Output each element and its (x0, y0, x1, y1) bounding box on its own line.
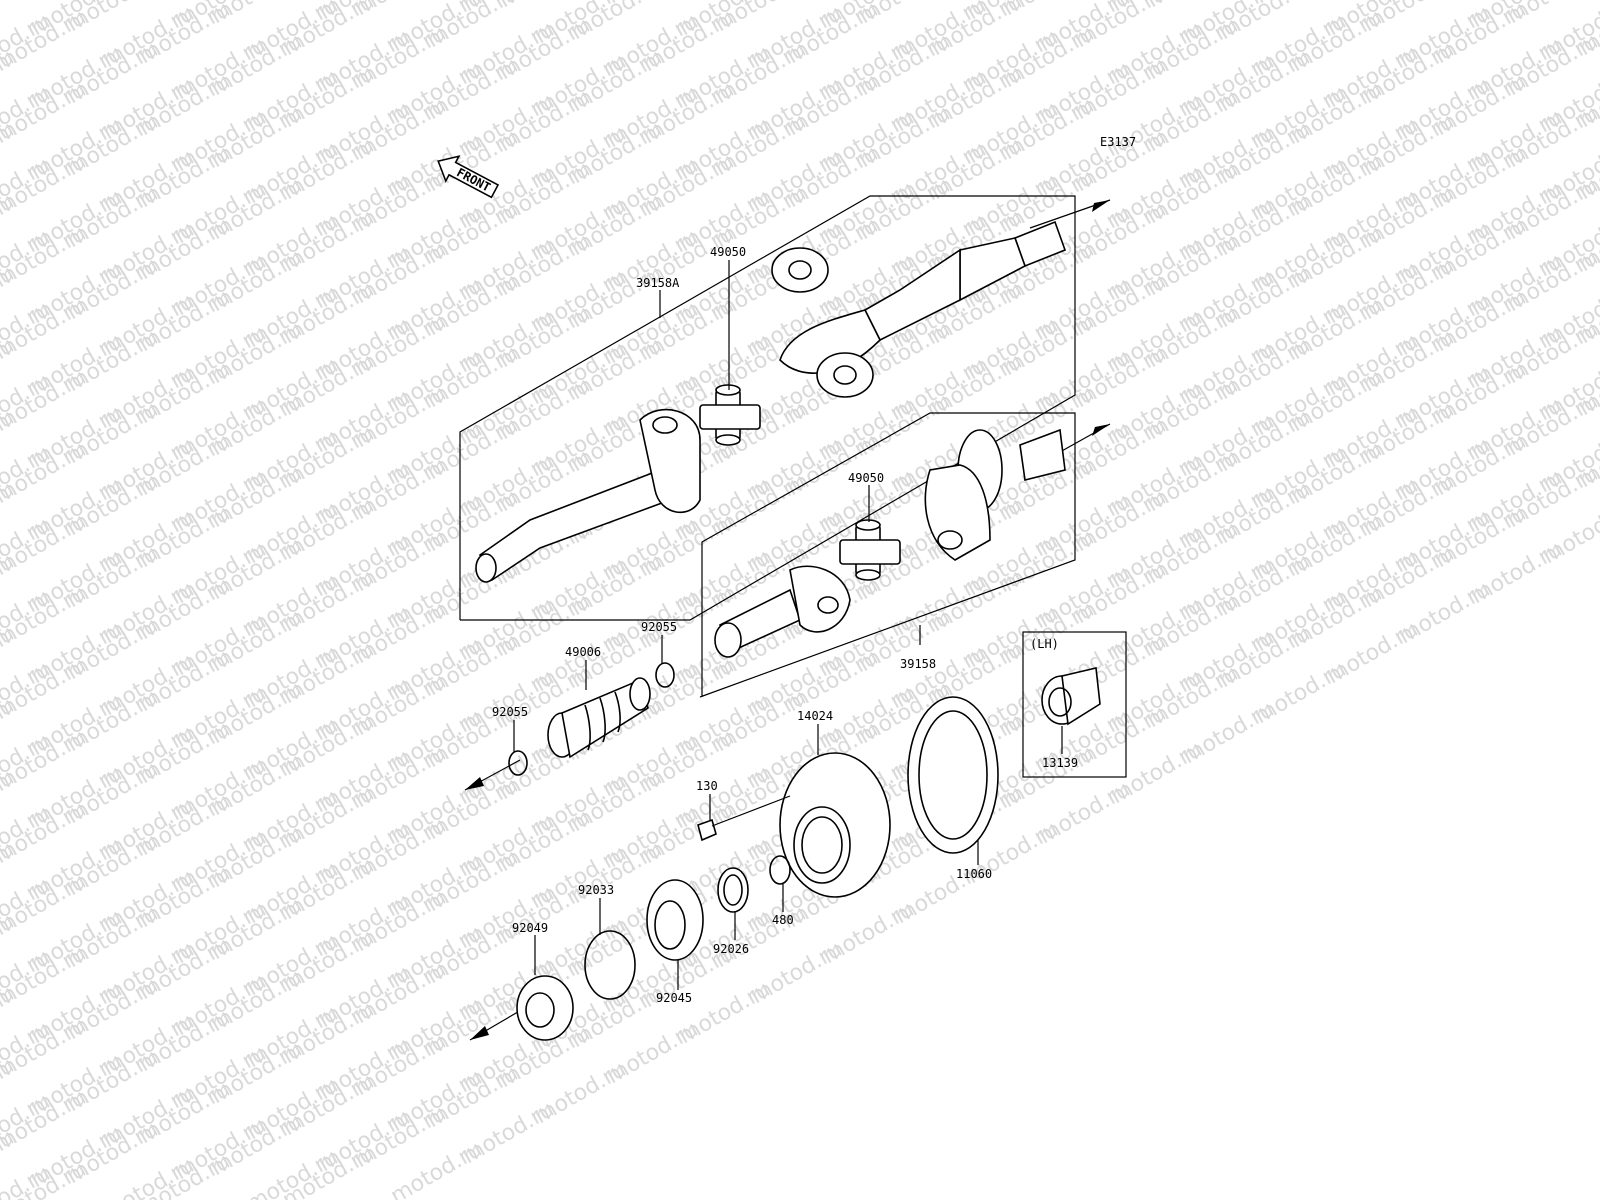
label-92033: 92033 (578, 883, 614, 897)
label-11060: 11060 (956, 867, 992, 881)
axis-arrow-top (1029, 199, 1111, 229)
ring-92055-right (655, 662, 675, 688)
label-49050-top: 49050 (710, 245, 746, 259)
label-92026: 92026 (713, 942, 749, 956)
circlip-92033 (584, 930, 636, 1000)
label-39158: 39158 (900, 657, 936, 671)
axis-arrow-mid (1059, 423, 1111, 453)
drive-shaft-39158A (771, 220, 1067, 398)
lh-inset-label: (LH) (1030, 637, 1059, 651)
label-39158A: 39158A (636, 276, 680, 290)
label-92055-left: 92055 (492, 705, 528, 719)
label-49050-mid: 49050 (848, 471, 884, 485)
leader-lines (513, 260, 1063, 990)
upper-assembly-frame (459, 195, 1076, 621)
drive-shaft-39158 (714, 428, 1066, 658)
diagram-code: E3137 (1100, 135, 1136, 149)
label-92055-right: 92055 (641, 620, 677, 634)
drive-shaft-39158A-inner (475, 408, 701, 583)
axis-arrow-left (464, 759, 521, 791)
label-480: 480 (772, 913, 794, 927)
ring-92055-left (508, 750, 528, 776)
gasket-11060 (907, 696, 999, 854)
label-14024: 14024 (797, 709, 833, 723)
washer-92026 (717, 867, 749, 913)
flange-14024 (779, 752, 891, 898)
circlip-480 (769, 855, 791, 885)
label-49006: 49006 (565, 645, 601, 659)
oil-seal-92049 (516, 975, 574, 1041)
bearing-92045 (646, 879, 704, 961)
universal-joint-49050-mid (839, 519, 901, 581)
boot-49006 (547, 677, 651, 759)
lh-inset-box (1022, 631, 1127, 778)
lower-assembly-frame (699, 412, 1076, 698)
label-130: 130 (696, 779, 718, 793)
bolt-130 (697, 795, 791, 842)
label-13139: 13139 (1042, 756, 1078, 770)
coupler-13139 (1041, 667, 1101, 726)
label-92045: 92045 (656, 991, 692, 1005)
universal-joint-49050-top (699, 384, 761, 446)
label-92049: 92049 (512, 921, 548, 935)
